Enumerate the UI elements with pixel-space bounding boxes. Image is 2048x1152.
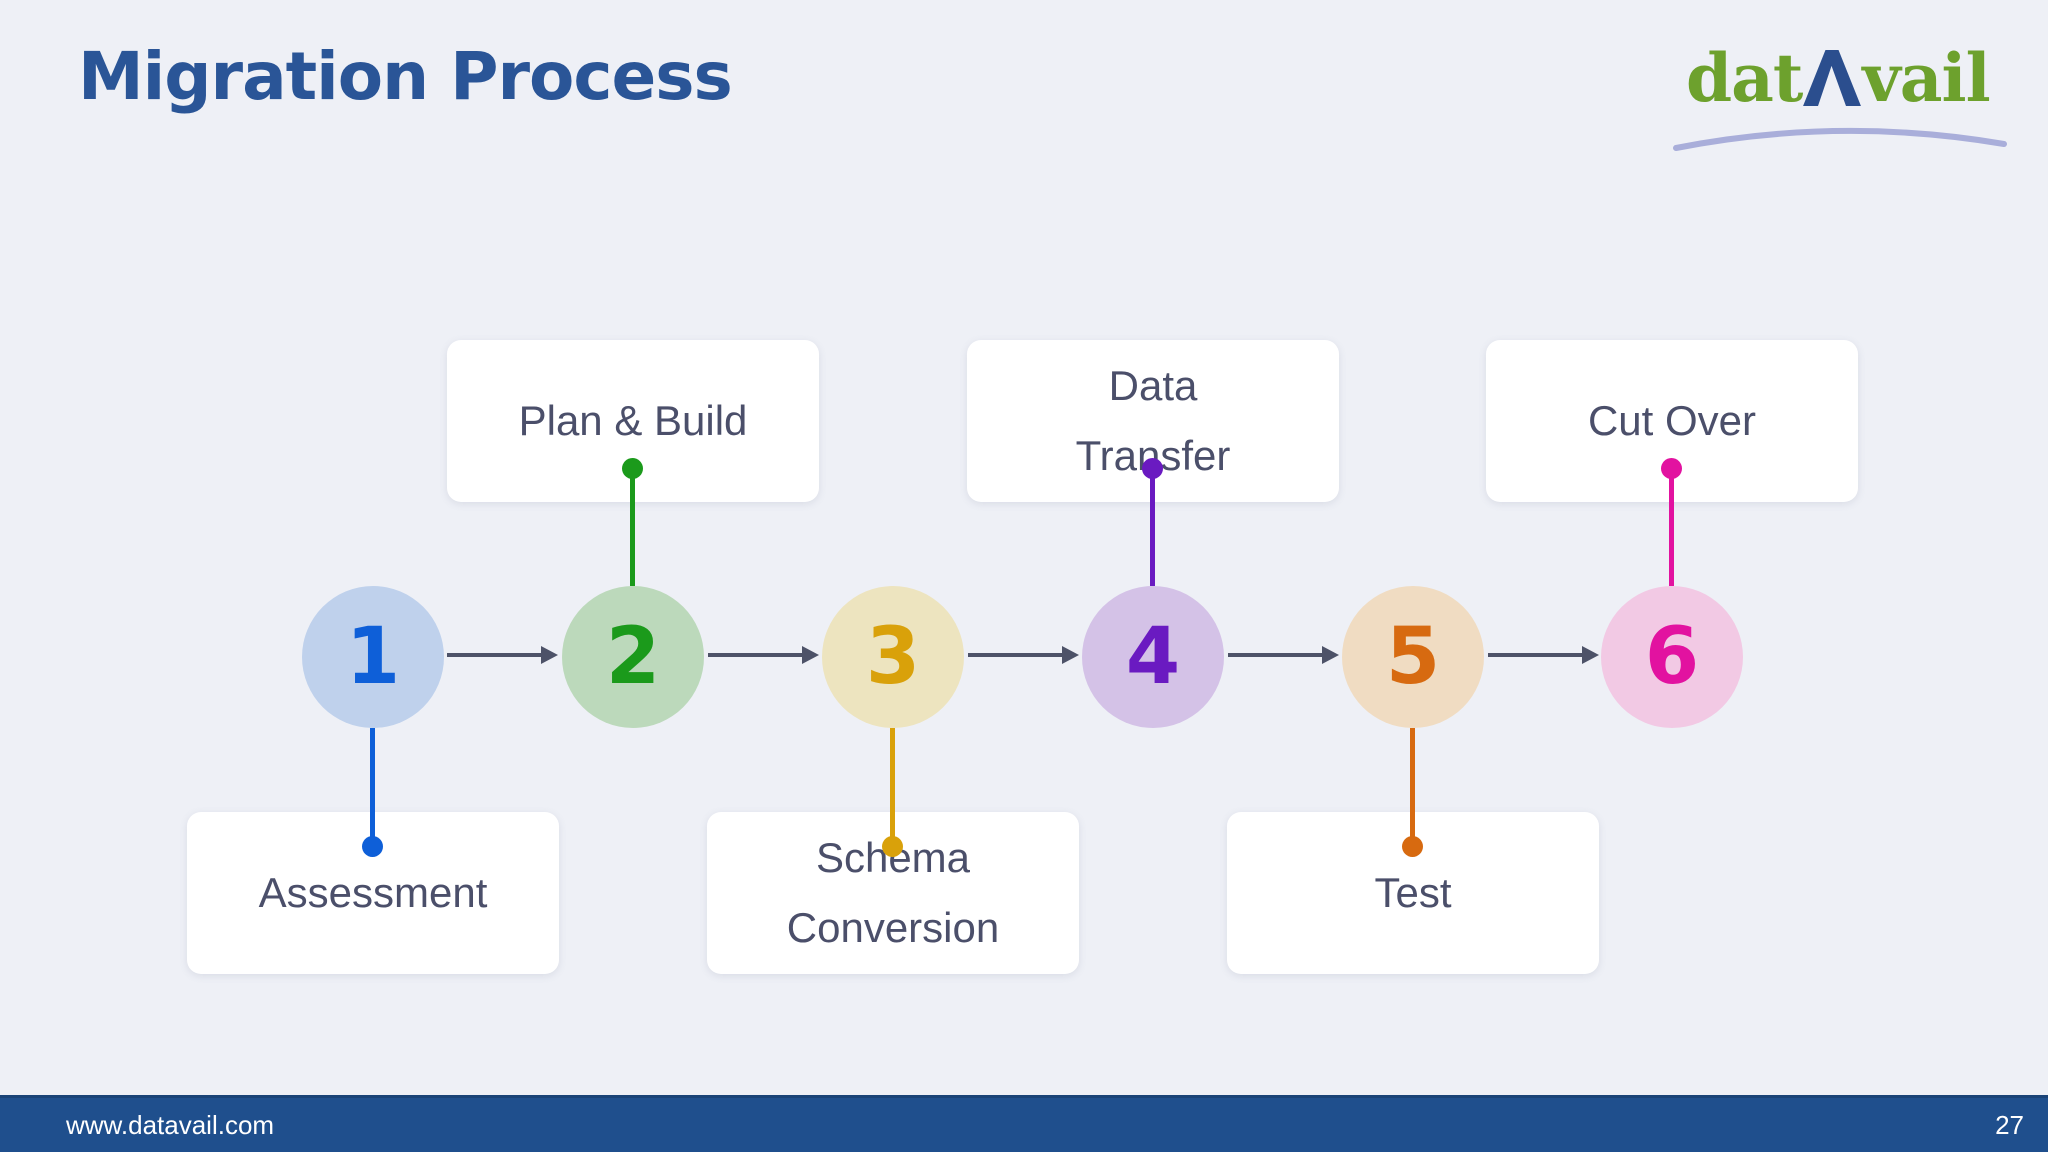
step-number: 4 [1125,612,1181,702]
connector-line [370,728,375,846]
connector-line [1410,728,1415,846]
connector-dot [362,836,383,857]
page-title: Migration Process [78,38,733,115]
process-step: 2 Plan & Build [447,0,819,1152]
step-label-line: Cut Over [1587,397,1757,444]
step-circle: 6 [1601,586,1743,728]
step-label-line: Assessment [258,869,488,916]
connector-dot [1142,458,1163,479]
connector-line [890,728,895,846]
logo-text-dat: dat [1686,39,1803,117]
step-label-line: Data [1108,362,1198,409]
step-number: 1 [345,612,401,702]
arrow-right-icon [968,646,1079,664]
datavail-logo: dat vail [1673,39,2007,151]
process-step: 4 Data Transfer [967,0,1339,1152]
arrow-right-icon [1488,646,1599,664]
process-step: 5 Test [1227,0,1599,1152]
step-label-card: Data Transfer [967,340,1339,502]
step-number: 6 [1644,612,1700,702]
step-circle: 3 [822,586,964,728]
logo-a-icon [1803,50,1862,106]
connector-dot [622,458,643,479]
arrow-right-icon [447,646,558,664]
step-label-line: Plan & Build [518,397,748,444]
process-step: 1 Assessment [187,0,559,1152]
step-label-card: Assessment [187,812,559,974]
connector-dot [882,836,903,857]
connector-line [1669,468,1674,586]
logo-text-vail: vail [1862,39,1990,117]
process-step: 3 Schema Conversion [707,0,1079,1152]
step-number: 5 [1385,612,1441,702]
step-circle: 4 [1082,586,1224,728]
connector-dot [1402,836,1423,857]
connector-dot [1661,458,1682,479]
footer-url: www.datavail.com [66,1109,275,1140]
step-circle: 1 [302,586,444,728]
step-number: 2 [605,612,661,702]
footer-bar: www.datavail.com 27 [0,1095,2048,1152]
process-step: 6 Cut Over [1486,0,1858,1152]
step-number: 3 [865,612,921,702]
arrow-right-icon [708,646,819,664]
step-circle: 2 [562,586,704,728]
step-label-line: Conversion [786,904,1000,951]
step-label-card: Schema Conversion [707,812,1079,974]
page-number: 27 [1995,1109,2024,1140]
step-circle: 5 [1342,586,1484,728]
arrow-right-icon [1228,646,1339,664]
step-label-line: Test [1374,869,1452,916]
logo-swoosh-icon [1673,127,2007,151]
connector-line [630,468,635,586]
connector-line [1150,468,1155,586]
